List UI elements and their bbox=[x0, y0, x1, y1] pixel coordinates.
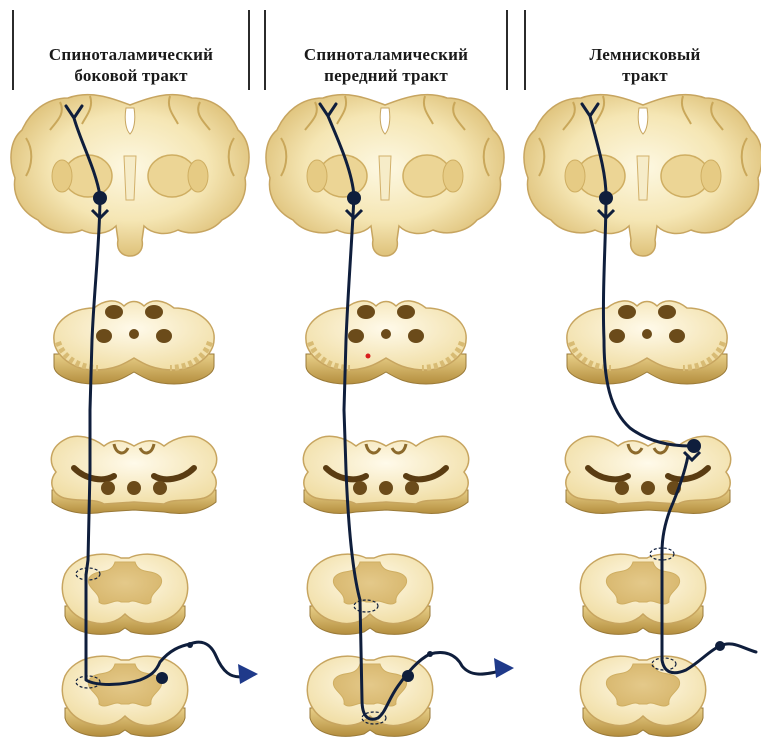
lateral-cervical-section bbox=[62, 554, 187, 634]
lateral-brain-section bbox=[11, 95, 249, 256]
anterior-branch-node bbox=[427, 651, 433, 657]
lateral-medulla-section bbox=[51, 436, 216, 513]
anterior-midbrain-section bbox=[306, 301, 466, 384]
lateral-lumbar-section bbox=[62, 656, 187, 736]
lateral-branch-node bbox=[187, 642, 193, 648]
lateral-receptor-icon bbox=[238, 664, 258, 684]
anterior-brain-section bbox=[266, 95, 504, 256]
lateral-ganglion-cell bbox=[156, 672, 168, 684]
lemniscal-ganglion-cell bbox=[715, 641, 725, 651]
lemniscal-midbrain-section bbox=[567, 301, 727, 384]
lateral-midbrain-section bbox=[54, 301, 214, 384]
anterior-red-marker bbox=[366, 354, 371, 359]
anterior-cervical-section bbox=[307, 554, 432, 634]
lemniscal-brain-section bbox=[524, 95, 761, 256]
anterior-receptor-icon bbox=[494, 658, 514, 678]
anterior-medulla-section bbox=[303, 436, 468, 513]
anterior-ganglion-cell bbox=[402, 670, 414, 682]
lemniscal-cervical-section bbox=[580, 554, 705, 634]
lemniscal-medulla-section bbox=[565, 436, 730, 513]
